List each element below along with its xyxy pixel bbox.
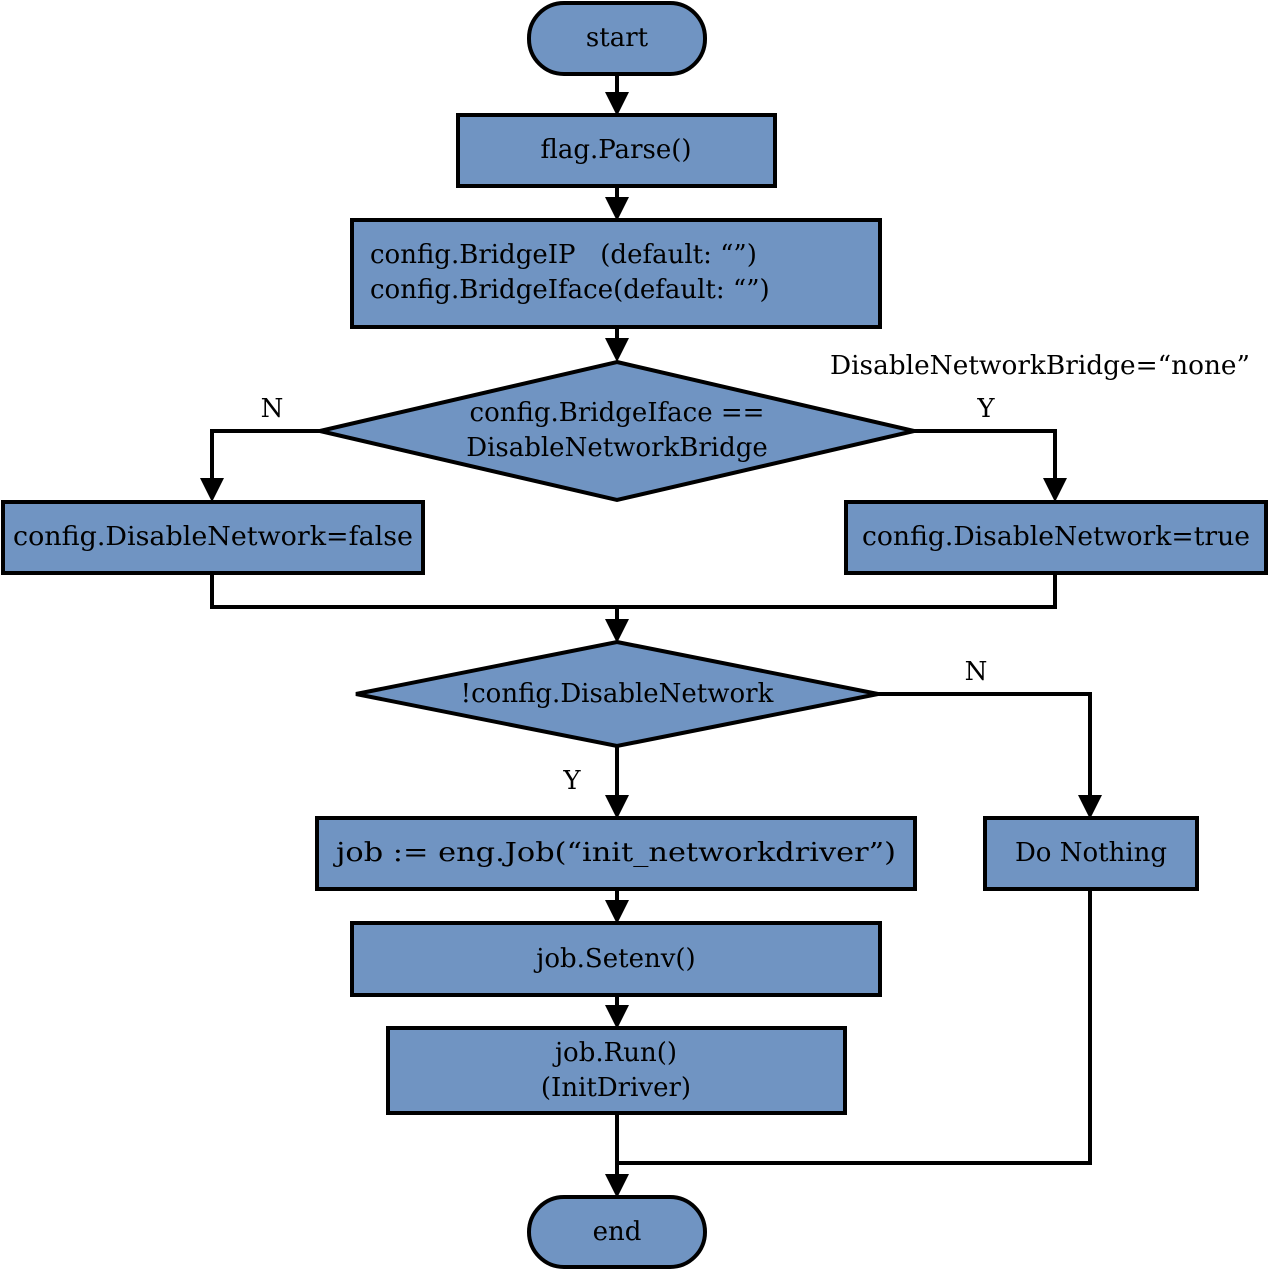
network-no-label: N — [965, 657, 988, 687]
set-true-label: config.DisableNetwork=true — [862, 522, 1250, 552]
node-set-true: config.DisableNetwork=true — [844, 500, 1268, 575]
decision-network-label: !config.DisableNetwork — [461, 679, 774, 709]
start-label: start — [586, 23, 649, 53]
node-set-false: config.DisableNetwork=false — [1, 500, 425, 575]
bridge-note-annotation: DisableNetworkBridge=“none” — [830, 351, 1250, 381]
node-start: start — [527, 1, 707, 76]
bridge-yes-label: Y — [976, 394, 995, 424]
node-flag-parse: flag.Parse() — [456, 113, 777, 188]
edge-merge-lines — [210, 573, 1057, 609]
network-yes-label: Y — [562, 766, 581, 796]
edge-network-no — [878, 692, 1102, 819]
node-job-setenv: job.Setenv() — [350, 921, 882, 997]
node-job-create: job := eng.Job(“init_networkdriver”) — [315, 816, 917, 891]
edge-decision-yes — [914, 429, 1067, 502]
job-run-line2: (InitDriver) — [541, 1073, 691, 1103]
decision-bridge-line2: DisableNetworkBridge — [466, 433, 768, 463]
job-setenv-label: job.Setenv() — [533, 944, 695, 974]
do-nothing-label: Do Nothing — [1015, 838, 1167, 868]
end-label: end — [593, 1217, 642, 1247]
job-create-label: job := eng.Job(“init_networkdriver”) — [332, 838, 896, 868]
node-config-defaults: config.BridgeIP (default: “”) config.Bri… — [350, 218, 882, 329]
node-end: end — [527, 1195, 707, 1269]
decision-bridge-line1: config.BridgeIface == — [470, 398, 765, 428]
node-decision-network: !config.DisableNetwork — [355, 639, 879, 749]
set-false-label: config.DisableNetwork=false — [13, 522, 413, 552]
job-run-line1: job.Run() — [552, 1038, 677, 1068]
node-decision-bridge: config.BridgeIface == DisableNetworkBrid… — [319, 359, 915, 503]
edge-decision-no — [200, 429, 320, 502]
node-do-nothing: Do Nothing — [983, 816, 1199, 891]
flag-parse-label: flag.Parse() — [540, 135, 691, 165]
bridge-no-label: N — [261, 394, 284, 424]
edge-nothing-to-end — [617, 889, 1092, 1165]
node-job-run: job.Run() (InitDriver) — [386, 1026, 847, 1115]
config-bridgeiface-label: config.BridgeIface(default: “”) — [370, 275, 770, 305]
edges — [200, 74, 1102, 1198]
config-bridgeip-label: config.BridgeIP (default: “”) — [370, 240, 757, 270]
